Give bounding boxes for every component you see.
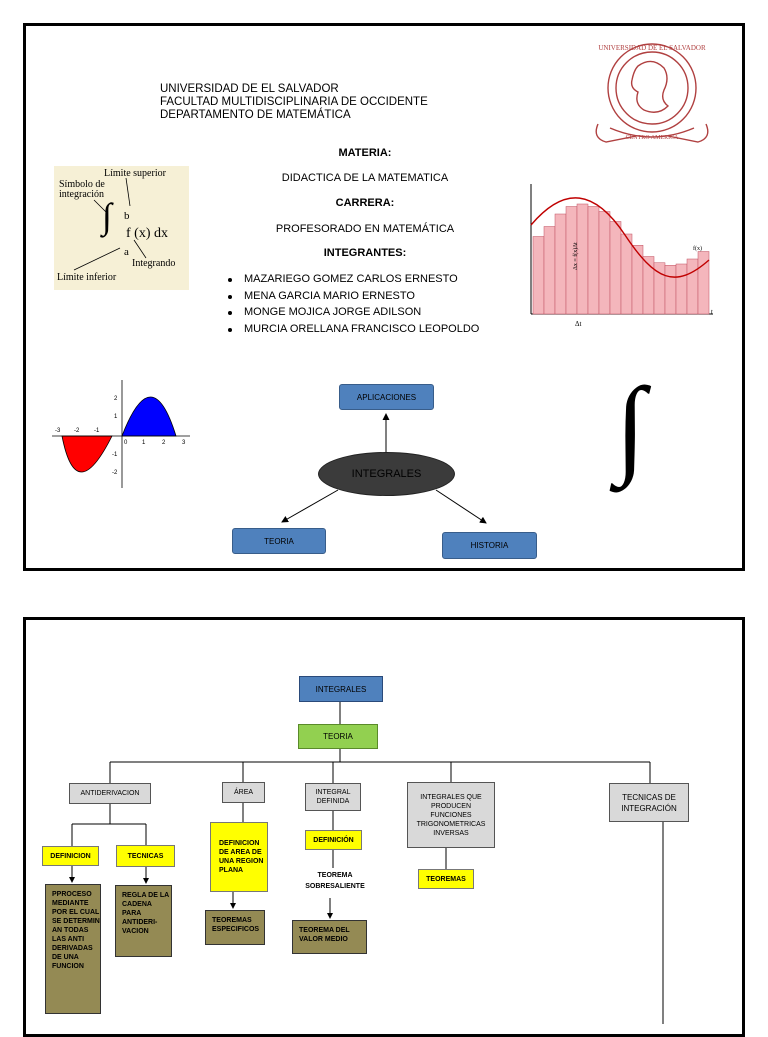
dt-label: Δt [575, 320, 582, 328]
y-tick: -2 [112, 470, 118, 476]
member-item: MENA GARCIA MARIO ERNESTO [228, 288, 479, 305]
integral-definida-node: INTEGRAL DEFINIDA [305, 783, 361, 811]
root-integrales-node: INTEGRALES [299, 676, 383, 702]
riemann-bar [675, 263, 688, 315]
carrera-label: CARRERA: [335, 197, 395, 209]
teoremas-node: TEOREMAS [418, 869, 474, 889]
department-name: DEPARTAMENTO DE MATEMÁTICA [160, 109, 351, 121]
integrales-center-node: INTEGRALES [318, 452, 455, 496]
university-header: UNIVERSIDAD DE EL SALVADOR FACULTAD MULT… [160, 83, 428, 122]
riemann-bar [609, 221, 622, 315]
area-node: ÁREA [222, 782, 265, 803]
member-item: MURCIA ORELLANA FRANCISCO LEOPOLDO [228, 321, 479, 338]
integrand-label: Integrando [132, 258, 176, 269]
historia-node: HISTORIA [442, 532, 537, 559]
x-tick: -3 [55, 428, 61, 434]
riemann-sum-graph: Δx = f(x)Δt f(x) Δt t [530, 184, 713, 328]
x-tick: -2 [74, 428, 80, 434]
x-tick: 0 [124, 440, 128, 446]
member-item: MONGE MOJICA JORGE ADILSON [228, 304, 479, 321]
signed-area-graph: -3 -2 -1 0 1 2 3 2 1 -1 -2 [52, 380, 190, 488]
x-tick: 3 [182, 440, 186, 446]
definicion-area-node: DEFINICION DE AREA DE UNA REGION PLANA [210, 822, 268, 892]
x-tick: -1 [94, 428, 100, 434]
riemann-bar [620, 233, 633, 315]
riemann-bar [543, 226, 556, 315]
aplicaciones-node: APLICACIONES [339, 384, 434, 410]
svg-text:UNIVERSIDAD DE EL SALVADOR: UNIVERSIDAD DE EL SALVADOR [598, 44, 706, 52]
upper-bound: b [124, 210, 130, 222]
teorema-valor-medio-node: TEOREMA DEL VALOR MEDIO [292, 920, 367, 954]
proceso-node: PPROCESO MEDIANTE POR EL CUAL SE DETERMI… [45, 884, 101, 1014]
regla-cadena-node: REGLA DE LA CADENA PARA ANTIDERI-VACION [115, 885, 172, 957]
svg-text:CENTRO AMERICA: CENTRO AMERICA [626, 135, 680, 141]
riemann-bar [554, 213, 567, 315]
materia-value: DIDACTICA DE LA MATEMATICA [281, 172, 449, 184]
integral-symbol-icon: ∫ [102, 196, 112, 236]
integration-symbol-label: Símbolo de integración [59, 179, 105, 200]
integrand-expression: f (x) dx [126, 226, 168, 241]
t-label: t [711, 308, 713, 316]
dy-label: Δx = f(x)Δt [572, 242, 579, 270]
integral-symbol-icon: ∫ [615, 365, 646, 487]
page-2 [23, 617, 745, 1037]
materia-label: MATERIA: [338, 147, 392, 159]
riemann-bar [587, 206, 600, 315]
faculty-name: FACULTAD MULTIDISCIPLINARIA DE OCCIDENTE [160, 96, 428, 108]
integrantes-label: INTEGRANTES: [323, 247, 407, 259]
lower-bound: a [124, 246, 129, 258]
lower-limit-label: Límite inferior [57, 272, 117, 283]
university-seal-icon: UNIVERSIDAD DE EL SALVADOR CENTRO AMERIC… [595, 43, 709, 143]
members-list: MAZARIEGO GOMEZ CARLOS ERNESTO MENA GARC… [228, 271, 479, 337]
pointer-lines [73, 177, 147, 271]
riemann-bar [631, 245, 644, 315]
riemann-bar [664, 265, 677, 315]
riemann-bar [697, 251, 710, 315]
teoremas-especificos-node: TEOREMAS ESPECIFICOS [205, 910, 265, 945]
teoria-node: TEORIA [298, 724, 378, 749]
antiderivacion-node: ANTIDERIVACION [69, 783, 151, 804]
y-tick: 1 [114, 414, 118, 420]
definicion-node: DEFINICION [42, 846, 99, 866]
y-tick: 2 [114, 396, 118, 402]
x-tick: 2 [162, 440, 166, 446]
carrera-value: PROFESORADO EN MATEMÁTICA [275, 223, 455, 235]
riemann-bar [532, 236, 545, 315]
fx-label: f(x) [693, 245, 702, 252]
upper-limit-label: Límite superior [104, 168, 166, 179]
tecnicas-node: TECNICAS [116, 845, 175, 867]
definicion-integral-node: DEFINICIÓN [305, 830, 362, 850]
positive-area [121, 396, 177, 437]
teoria-node: TEORIA [232, 528, 326, 554]
riemann-bar [598, 211, 611, 315]
integral-notation-image: Límite superior Símbolo de integración ∫… [54, 166, 189, 290]
riemann-bar [686, 258, 699, 315]
teorema-sobresaliente-label: TEOREMA SOBRESALIENTE [305, 872, 365, 890]
integrales-trig-node: INTEGRALES QUE PRODUCEN FUNCIONES TRIGON… [407, 782, 495, 848]
negative-area [61, 435, 113, 473]
university-name: UNIVERSIDAD DE EL SALVADOR [160, 83, 339, 95]
x-tick: 1 [142, 440, 146, 446]
curve-line [530, 197, 710, 278]
member-item: MAZARIEGO GOMEZ CARLOS ERNESTO [228, 271, 479, 288]
y-tick: -1 [112, 452, 118, 458]
tecnicas-integracion-node: TECNICAS DE INTEGRACIÓN [609, 783, 689, 822]
